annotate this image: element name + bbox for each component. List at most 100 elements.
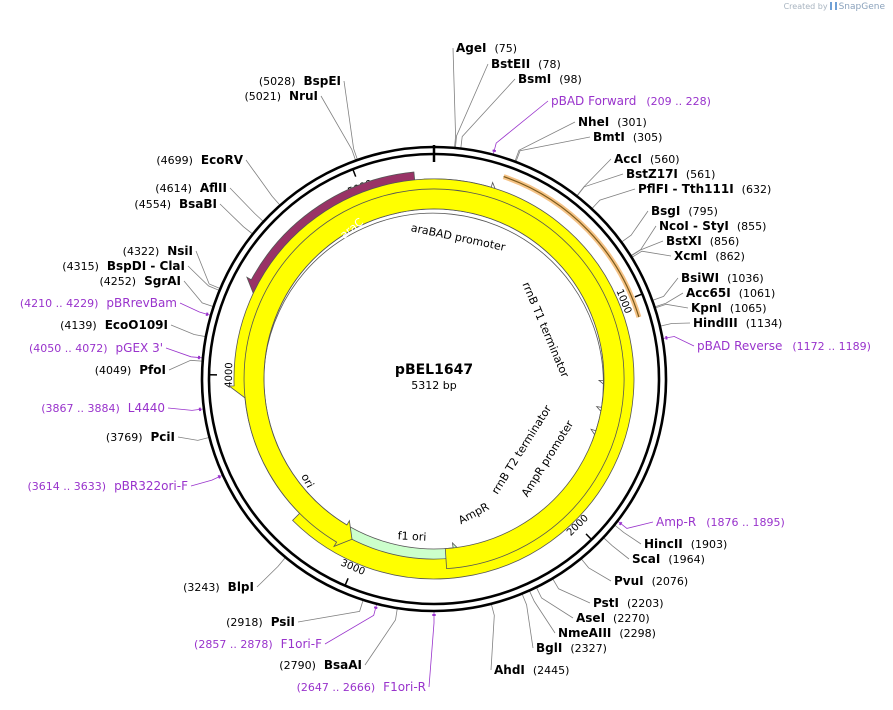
enzyme-position: (4554) xyxy=(134,198,171,211)
enzyme-label-11: XcmI(862) xyxy=(674,249,745,263)
enzyme-name: PflFI - Tth111I xyxy=(638,182,734,196)
AmpR-label: AmpR xyxy=(456,500,491,527)
enzyme-position: (2203) xyxy=(627,597,664,610)
enzyme-name: BglI xyxy=(536,641,562,655)
enzyme-name: BlpI xyxy=(228,580,254,594)
enzyme-name: AflII xyxy=(200,181,227,195)
enzyme-label-10: BstXI (856) xyxy=(666,234,739,248)
enzyme-label-16: HincII(1903) xyxy=(644,537,727,551)
primer-name: pBAD Reverse xyxy=(697,339,782,353)
enzyme-name: AgeI xyxy=(456,41,486,55)
enzyme-label-32: (4322)NsiI xyxy=(123,244,193,258)
primer-mark-8 xyxy=(205,312,209,317)
enzyme-position: (305) xyxy=(633,131,663,144)
primer-name: F1ori-R xyxy=(383,680,426,694)
enzyme-label-12: BsiWI(1036) xyxy=(681,271,764,285)
enzyme-label-3: NheI(301) xyxy=(578,115,647,129)
enzyme-name: PsiI xyxy=(271,615,295,629)
enzyme-position: (855) xyxy=(737,220,767,233)
enzyme-name: NmeAIII xyxy=(558,626,611,640)
primer-name: pBRrevBam xyxy=(106,296,177,310)
primer-name: Amp-R xyxy=(656,515,696,529)
enzyme-name: PfoI xyxy=(139,363,166,377)
primer-range: (2857 .. 2878) xyxy=(194,638,273,651)
primer-name: pGEX 3' xyxy=(116,341,163,355)
primer-site-marks xyxy=(197,149,668,616)
tick-5000 xyxy=(352,168,357,177)
enzyme-position: (1065) xyxy=(730,302,767,315)
enzyme-name: AccI xyxy=(614,152,642,166)
enzyme-name: BstXI xyxy=(666,234,702,248)
enzyme-position: (2298) xyxy=(619,627,656,640)
enzyme-label-25: (2918)PsiI xyxy=(226,615,295,629)
enzyme-name: BstEII xyxy=(491,57,530,71)
enzyme-position: (2445) xyxy=(533,664,570,677)
enzyme-name: NsiI xyxy=(167,244,193,258)
enzyme-position: (4699) xyxy=(156,154,193,167)
primer-label-4: (2857 .. 2878) F1ori-F xyxy=(194,637,322,651)
enzyme-name: NheI xyxy=(578,115,609,129)
primer-label-2: Amp-R (1876 .. 1895) xyxy=(656,515,785,529)
enzyme-position: (98) xyxy=(559,73,582,86)
label-leader-lines xyxy=(165,47,695,688)
plasmid-name: pBEL1647 xyxy=(395,362,473,378)
enzyme-position: (4315) xyxy=(62,260,99,273)
enzyme-position: (856) xyxy=(710,235,740,248)
primer-name: pBR322ori-F xyxy=(114,479,188,493)
enzyme-label-1: BstEII (78) xyxy=(491,57,561,71)
enzyme-name: BsaAI xyxy=(324,658,362,672)
enzyme-label-33: (4554)BsaBI xyxy=(134,197,217,211)
primer-label-0: pBAD Forward (209 .. 228) xyxy=(551,94,711,108)
enzyme-name: EcoRV xyxy=(201,153,244,167)
enzyme-label-6: BstZ17I (561) xyxy=(626,167,715,181)
enzyme-position: (632) xyxy=(742,183,772,196)
enzyme-label-24: (2790) BsaAI xyxy=(279,658,362,672)
site-labels: AgeI(75)BstEII(78)BsmI(98)NheI(301)BmtI(… xyxy=(20,41,871,694)
enzyme-label-34: (4614)AflII xyxy=(155,181,227,195)
primer-mark-4 xyxy=(373,606,378,610)
primer-name: pBAD Forward xyxy=(551,94,636,108)
enzyme-label-0: AgeI(75) xyxy=(456,41,517,55)
enzyme-position: (2270) xyxy=(613,612,650,625)
primer-range: (1876 .. 1895) xyxy=(706,516,785,529)
enzyme-position: (5028) xyxy=(259,75,296,88)
enzyme-name: NcoI - StyI xyxy=(659,219,729,233)
primer-name: F1ori-F xyxy=(281,637,322,651)
enzyme-label-7: PflFI - Tth111I (632) xyxy=(638,182,771,196)
enzyme-label-9: NcoI - StyI (855) xyxy=(659,219,766,233)
primer-range: (4050 .. 4072) xyxy=(29,342,108,355)
rrnB-T1-label: rrnB T1 terminator xyxy=(519,280,571,380)
enzyme-position: (2790) xyxy=(279,659,316,672)
primer-range: (1172 .. 1189) xyxy=(792,340,871,353)
enzyme-label-27: (3769) PciI xyxy=(106,430,175,444)
primer-mark-2 xyxy=(618,521,623,526)
enzyme-position: (3769) xyxy=(106,431,143,444)
ori-label: ori xyxy=(298,471,316,490)
plasmid-length: 5312 bp xyxy=(411,379,456,392)
enzyme-name: KpnI xyxy=(691,301,722,315)
enzyme-position: (2076) xyxy=(652,575,689,588)
primer-label-5: (3614 .. 3633)pBR322ori-F xyxy=(28,479,189,493)
enzyme-name: PstI xyxy=(593,596,619,610)
enzyme-label-17: ScaI(1964) xyxy=(632,552,705,566)
primer-label-3: (2647 .. 2666) F1ori-R xyxy=(297,680,426,694)
primer-name: L4440 xyxy=(128,401,165,415)
enzyme-label-20: AseI(2270) xyxy=(576,611,650,625)
enzyme-position: (78) xyxy=(538,58,561,71)
primer-label-6: (3867 .. 3884)L4440 xyxy=(41,401,165,415)
tick-3000 xyxy=(344,578,349,586)
enzyme-position: (561) xyxy=(686,168,716,181)
araBAD-promoter-label: araBAD promoter xyxy=(410,221,507,254)
primer-label-7: (4050 .. 4072) pGEX 3' xyxy=(29,341,163,355)
enzyme-position: (1061) xyxy=(739,287,776,300)
f1-ori-feature xyxy=(243,188,625,570)
enzyme-name: Acc65I xyxy=(686,286,731,300)
enzyme-name: PciI xyxy=(151,430,176,444)
primer-range: (2647 .. 2666) xyxy=(297,681,376,694)
enzyme-name: BstZ17I xyxy=(626,167,678,181)
enzyme-name: ScaI xyxy=(632,552,660,566)
enzyme-label-31: (4315)BspDI - ClaI xyxy=(62,259,185,273)
enzyme-label-37: (5028)BspEI xyxy=(259,74,341,88)
primer-range: (209 .. 228) xyxy=(646,95,711,108)
enzyme-name: HincII xyxy=(644,537,683,551)
